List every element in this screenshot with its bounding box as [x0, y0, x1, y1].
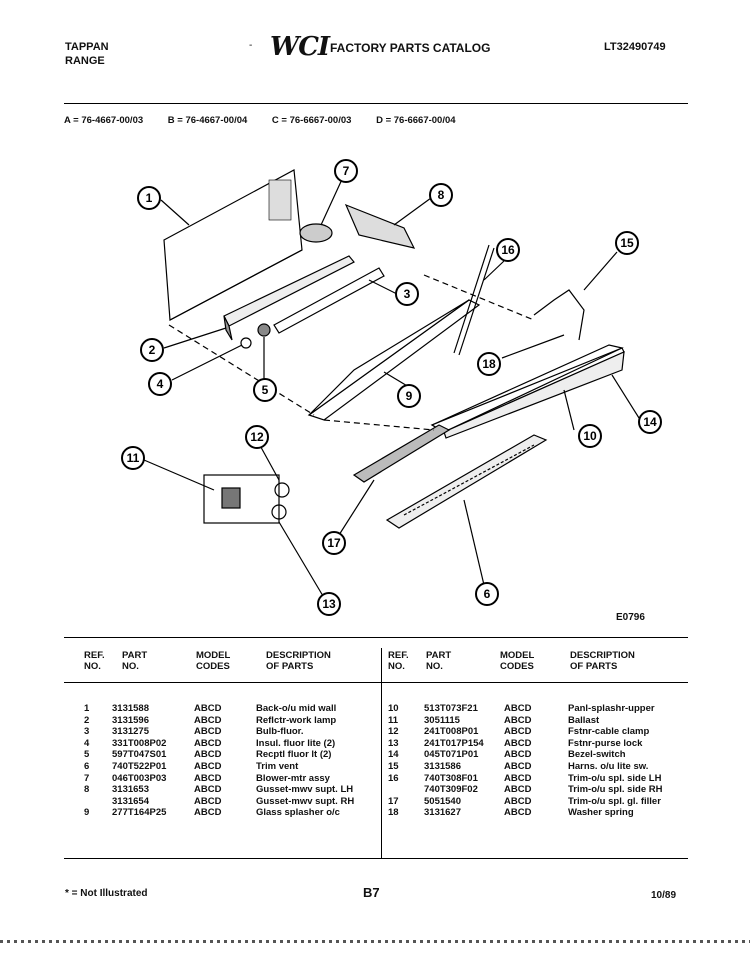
svg-text:13: 13: [322, 597, 336, 611]
svg-text:2: 2: [149, 343, 156, 357]
brand-block: TAPPAN RANGE: [65, 40, 109, 68]
svg-text:9: 9: [406, 389, 413, 403]
model-c: C = 76-6667-00/03: [271, 115, 352, 126]
callout-12: 12: [245, 425, 269, 449]
brand-line-2: RANGE: [65, 55, 105, 67]
callout-13: 13: [317, 592, 341, 616]
svg-text:6: 6: [484, 587, 491, 601]
svg-text:12: 12: [250, 430, 264, 444]
svg-text:17: 17: [327, 536, 341, 550]
svg-text:11: 11: [127, 451, 140, 465]
callout-5: 5: [253, 378, 277, 402]
header-dash: -: [249, 40, 253, 51]
callout-6: 6: [475, 582, 499, 606]
publication-number: LT32490749: [604, 41, 666, 53]
model-list: A = 76-4667-00/03 B = 76-4667-00/04 C = …: [64, 115, 478, 126]
callout-1: 1: [137, 186, 161, 210]
wci-logo: WCI: [270, 32, 330, 62]
page-number: B7: [363, 885, 380, 900]
catalog-title: FACTORY PARTS CATALOG: [330, 41, 491, 55]
callout-7: 7: [334, 159, 358, 183]
svg-text:15: 15: [620, 236, 634, 250]
table-top-rule: [64, 637, 688, 638]
scan-edge: [0, 940, 750, 943]
svg-text:1: 1: [146, 191, 153, 205]
svg-text:8: 8: [438, 188, 445, 202]
header-rule: [64, 103, 688, 104]
svg-text:14: 14: [643, 415, 657, 429]
header-under-rule: [64, 682, 688, 683]
not-illustrated-note: * = Not Illustrated: [65, 888, 148, 899]
column-divider: [381, 648, 382, 858]
callout-9: 9: [397, 384, 421, 408]
callouts: 1 2 3 4 5 6 7 8 9 10 11 12 13 14 15 16 1…: [121, 159, 662, 616]
exploded-parts-diagram: 1 2 3 4 5 6 7 8 9 10 11 12 13 14 15 16 1…: [121, 159, 662, 616]
svg-text:3: 3: [404, 287, 411, 301]
callout-14: 14: [638, 410, 662, 434]
hdr-ref-no: REF.NO.: [84, 650, 105, 672]
svg-text:10: 10: [583, 429, 597, 443]
table-bottom-rule: [64, 858, 688, 859]
model-b: B = 76-4667-00/04: [167, 115, 248, 126]
callout-4: 4: [148, 372, 172, 396]
callout-16: 16: [496, 238, 520, 262]
callout-17: 17: [322, 531, 346, 555]
callout-3: 3: [395, 282, 419, 306]
drawing-code: E0796: [616, 612, 645, 623]
svg-text:5: 5: [262, 383, 269, 397]
callout-15: 15: [615, 231, 639, 255]
callout-10: 10: [578, 424, 602, 448]
callout-8: 8: [429, 183, 453, 207]
brand-line-1: TAPPAN: [65, 41, 109, 53]
svg-text:16: 16: [501, 243, 515, 257]
model-a: A = 76-4667-00/03: [64, 115, 144, 126]
svg-text:4: 4: [157, 377, 164, 391]
model-d: D = 76-6667-00/04: [376, 115, 456, 126]
svg-text:18: 18: [482, 357, 496, 371]
callout-2: 2: [140, 338, 164, 362]
svg-text:7: 7: [343, 164, 350, 178]
hdr-ref-no-r: REF.NO.: [388, 650, 409, 672]
callout-18: 18: [477, 352, 501, 376]
callout-11: 11: [121, 446, 145, 470]
revision-date: 10/89: [651, 890, 677, 901]
